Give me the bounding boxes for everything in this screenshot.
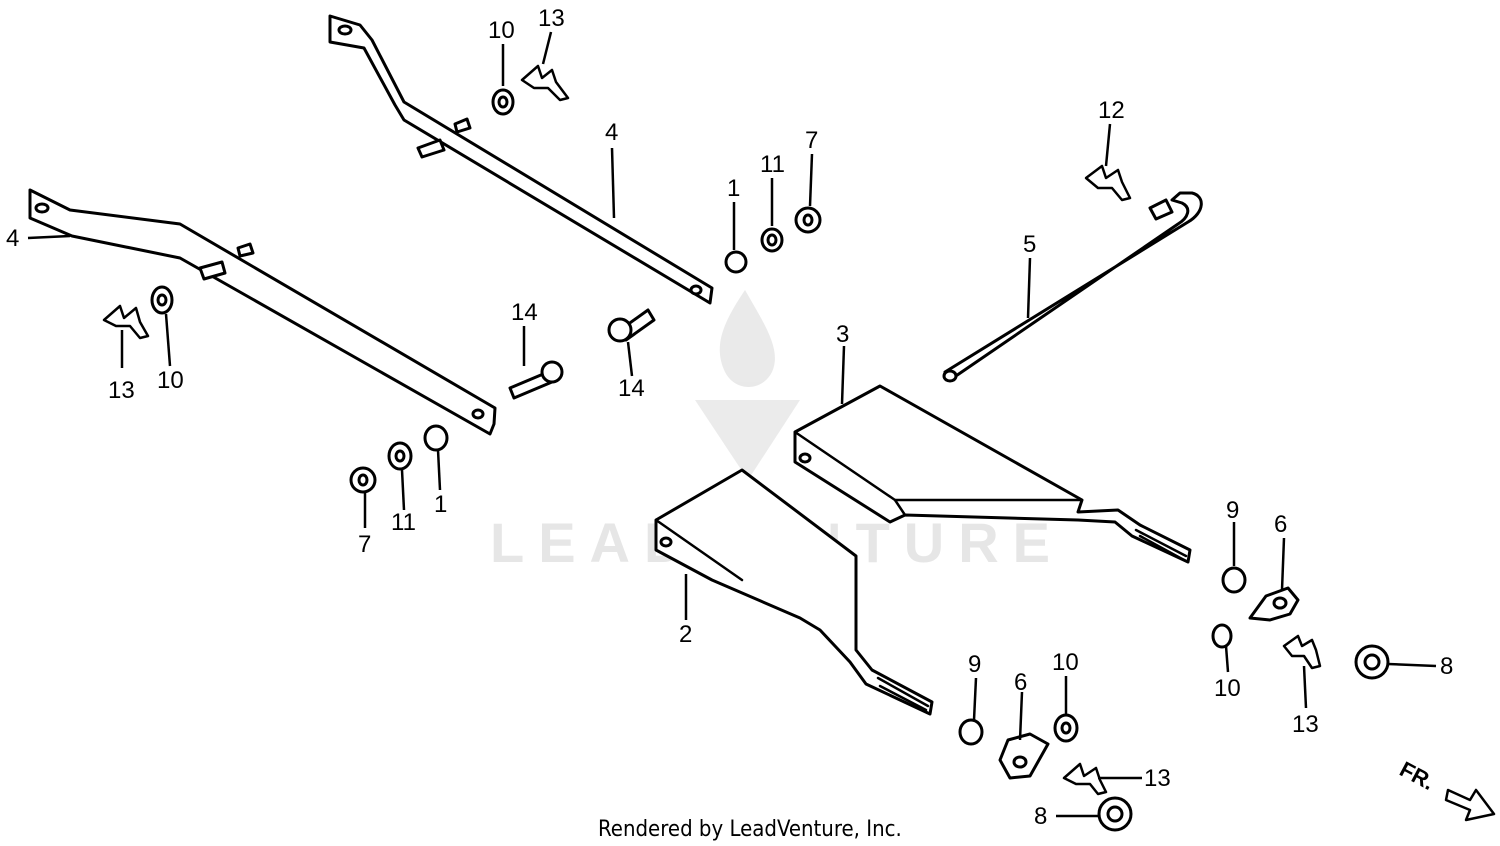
clip-13b xyxy=(102,304,150,340)
callout-9: 9 xyxy=(1226,497,1239,524)
arrow-icon xyxy=(1444,788,1496,822)
callout-9: 9 xyxy=(968,651,981,678)
callout-11: 11 xyxy=(760,151,785,178)
clip-13a xyxy=(520,64,570,102)
plate-upper xyxy=(793,384,1192,564)
callout-13: 13 xyxy=(1144,765,1171,792)
stay-bar-lower xyxy=(28,188,497,436)
washer-10c xyxy=(1211,623,1233,649)
callout-10: 10 xyxy=(488,17,515,44)
front-direction-arrow: FR. xyxy=(1396,756,1496,822)
callout-1: 1 xyxy=(434,491,447,518)
direction-label: FR. xyxy=(1396,756,1439,795)
hardware xyxy=(102,64,1390,832)
stay-bar-upper xyxy=(328,14,714,305)
callout-13: 13 xyxy=(538,5,565,32)
clip-13d xyxy=(1062,762,1108,796)
nut-9a xyxy=(1221,566,1247,594)
callout-14: 14 xyxy=(618,375,645,402)
callout-5: 5 xyxy=(1023,231,1036,258)
leader-lines xyxy=(27,31,1437,818)
callout-10: 10 xyxy=(1052,649,1079,676)
nut-9b xyxy=(958,718,984,746)
callout-13: 13 xyxy=(1292,711,1319,738)
callout-13: 13 xyxy=(108,377,135,404)
callout-8: 8 xyxy=(1034,803,1047,830)
callout-11: 11 xyxy=(391,509,416,536)
callout-12: 12 xyxy=(1098,97,1125,124)
callout-7: 7 xyxy=(805,127,818,154)
callout-2: 2 xyxy=(679,621,692,648)
clip-13c xyxy=(1282,634,1322,670)
callout-3: 3 xyxy=(836,321,849,348)
callout-7: 7 xyxy=(358,531,371,558)
callout-4: 4 xyxy=(605,119,618,146)
callout-14: 14 xyxy=(511,299,538,326)
clip-12 xyxy=(1084,164,1132,202)
rod xyxy=(942,191,1203,383)
callout-6: 6 xyxy=(1014,669,1027,696)
callouts: 10 13 4 4 1 11 7 12 5 13 10 14 14 3 7 11… xyxy=(6,5,1453,830)
collar-1a xyxy=(724,250,748,274)
plate-lower xyxy=(654,468,934,716)
footer-credit: Rendered by LeadVenture, Inc. xyxy=(598,817,902,842)
callout-8: 8 xyxy=(1440,653,1453,680)
collar-1b xyxy=(423,424,449,452)
callout-6: 6 xyxy=(1274,511,1287,538)
callout-10: 10 xyxy=(157,367,184,394)
lever-6b xyxy=(998,732,1050,780)
callout-4: 4 xyxy=(6,225,19,252)
watermark-logo xyxy=(695,290,800,480)
callout-10: 10 xyxy=(1214,675,1241,702)
callout-1: 1 xyxy=(727,175,740,202)
